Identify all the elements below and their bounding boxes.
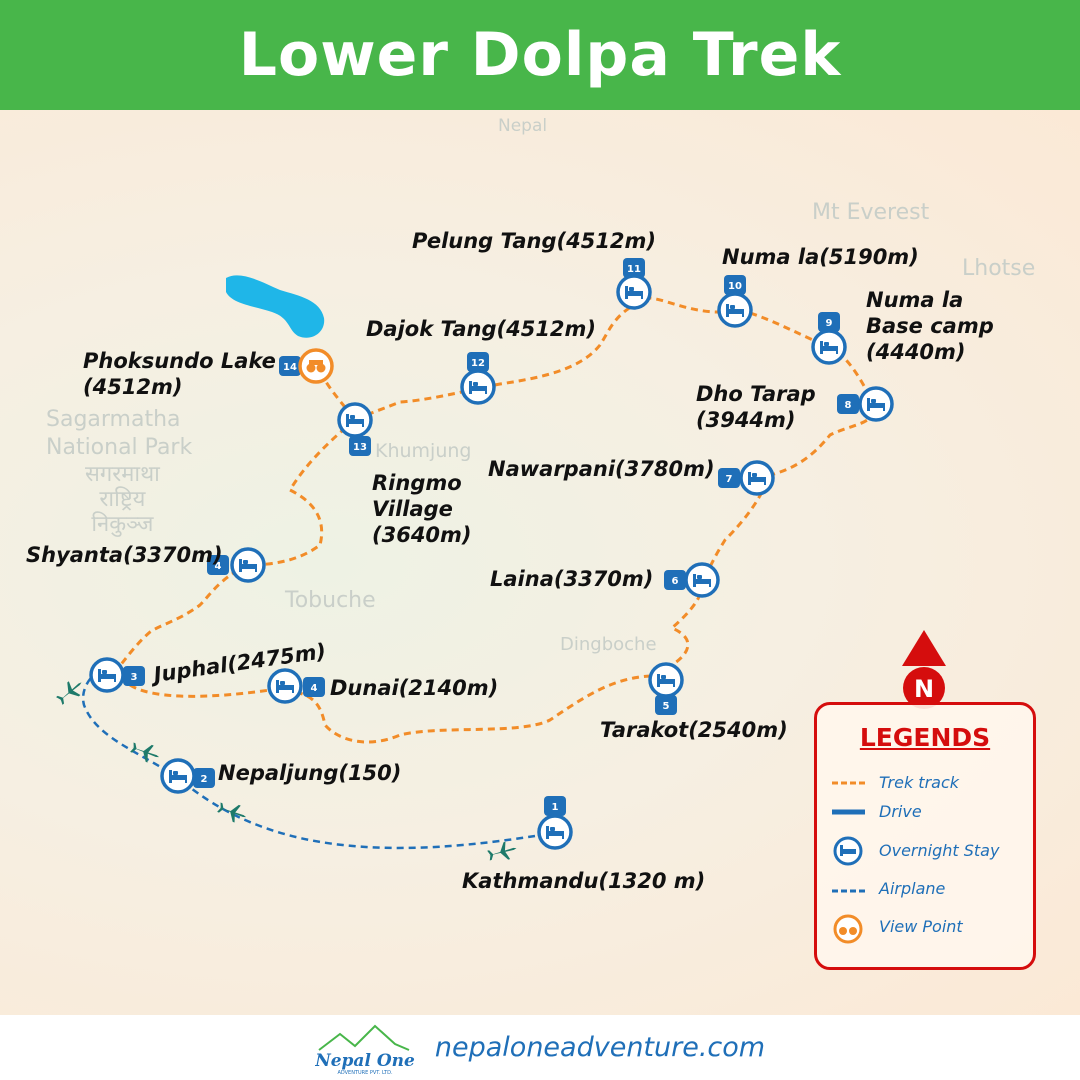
legend-airplane: Airplane bbox=[879, 879, 946, 898]
phoksundo-lake bbox=[226, 275, 325, 338]
legend-symbols bbox=[832, 781, 865, 944]
bg-label-sagarmatha-nepali: सगरमाथा राष्ट्रिय निकुञ्ज bbox=[85, 462, 160, 537]
stop-label: Nepaljung(150) bbox=[218, 761, 402, 785]
svg-text:Nepal One: Nepal One bbox=[315, 1051, 415, 1071]
stop-number: 11 bbox=[627, 264, 641, 275]
header-banner: Lower Dolpa Trek bbox=[0, 0, 1080, 110]
bg-label-khumjung: Khumjung bbox=[375, 440, 472, 462]
stop-number-badge bbox=[303, 677, 325, 697]
page-title: Lower Dolpa Trek bbox=[238, 20, 842, 90]
bg-label-nepal: Nepal bbox=[498, 116, 548, 136]
stop-number-badge bbox=[724, 275, 746, 295]
airplane-icon bbox=[130, 742, 160, 763]
overnight-marker-13[interactable]: 13 bbox=[337, 402, 373, 456]
stop-label: Ringmo Village (3640m) bbox=[372, 471, 472, 547]
stop-number-badge bbox=[207, 555, 229, 575]
stop-number: 6 bbox=[672, 576, 679, 587]
bg-label-sagarmatha: Sagarmatha National Park bbox=[46, 407, 193, 460]
legend-drive: Drive bbox=[879, 802, 922, 821]
trek-track-main bbox=[129, 296, 878, 744]
stop-label: Laina(3370m) bbox=[490, 567, 654, 591]
airplane-icon bbox=[56, 681, 82, 705]
bg-label-everest: Mt Everest bbox=[812, 200, 930, 225]
airplane-icon bbox=[217, 802, 247, 823]
overnight-marker-2[interactable]: 2 bbox=[160, 758, 215, 794]
stop-number-badge bbox=[544, 796, 566, 816]
legend: LEGENDS Trek track Drive Overnight Stay … bbox=[814, 702, 1036, 970]
stop-label: Nawarpani(3780m) bbox=[488, 457, 715, 481]
stop-label: Dho Tarap (3944m) bbox=[696, 382, 816, 432]
stop-number-badge bbox=[279, 356, 301, 376]
stop-number-badge bbox=[818, 312, 840, 332]
bg-label-lhotse: Lhotse bbox=[962, 256, 1036, 281]
stop-number: 1 bbox=[552, 802, 559, 813]
stop-number-badge bbox=[349, 436, 371, 456]
overnight-marker-1[interactable]: 1 bbox=[537, 796, 573, 850]
website-link[interactable]: nepaloneadventure.com bbox=[434, 1032, 766, 1063]
stop-label: Kathmandu(1320 m) bbox=[462, 869, 706, 893]
stop-label: Shyanta(3370m) bbox=[26, 543, 223, 567]
overnight-marker-9[interactable]: 9 bbox=[811, 312, 847, 365]
trek-track-ringmo-juphal bbox=[116, 418, 356, 669]
stop-number: 2 bbox=[201, 774, 208, 785]
overnight-marker-11[interactable]: 11 bbox=[616, 258, 652, 310]
stop-number: 12 bbox=[471, 358, 485, 369]
overnight-marker-4[interactable]: 4 bbox=[207, 547, 266, 583]
stop-label: Dunai(2140m) bbox=[330, 676, 499, 700]
stop-label: Numa la(5190m) bbox=[722, 245, 919, 269]
stop-number: 4 bbox=[215, 561, 222, 572]
stop-label: Phoksundo Lake (4512m) bbox=[83, 349, 276, 399]
north-arrow: N bbox=[900, 630, 948, 710]
stop-label: Pelung Tang(4512m) bbox=[412, 229, 657, 253]
stop-number: 13 bbox=[353, 442, 367, 453]
overnight-marker-6[interactable]: 6 bbox=[664, 562, 720, 598]
stop-label: Tarakot(2540m) bbox=[600, 718, 788, 742]
legend-overnight-stay: Overnight Stay bbox=[879, 841, 1000, 860]
stop-number-badge bbox=[623, 258, 645, 278]
svg-text:ADVENTURE PVT. LTD.: ADVENTURE PVT. LTD. bbox=[337, 1070, 393, 1076]
legend-title: LEGENDS bbox=[859, 723, 991, 752]
stop-number: 9 bbox=[826, 318, 833, 329]
stop-number-badge bbox=[837, 394, 859, 414]
overnight-marker-8[interactable]: 8 bbox=[837, 386, 894, 422]
overnight-marker-7[interactable]: 7 bbox=[718, 460, 775, 496]
stop-number-badge bbox=[467, 352, 489, 372]
stop-number-badge bbox=[193, 768, 215, 788]
stop-number: 7 bbox=[726, 474, 733, 485]
bed-icon bbox=[833, 836, 863, 866]
stop-number: 4 bbox=[311, 683, 318, 694]
bg-label-tobuche: Tobuche bbox=[285, 588, 376, 613]
stop-number: 14 bbox=[283, 362, 297, 373]
binoculars-icon bbox=[833, 914, 863, 944]
airplane-route bbox=[81, 668, 536, 850]
viewpoint-marker-14[interactable]: 14 bbox=[279, 348, 334, 384]
stop-number-badge bbox=[123, 666, 145, 686]
stop-label: Numa la Base camp (4440m) bbox=[866, 288, 994, 364]
stop-number-badge bbox=[664, 570, 686, 590]
overnight-marker-5[interactable]: 5 bbox=[648, 662, 684, 715]
stop-number-badge bbox=[718, 468, 740, 488]
stop-label: Dajok Tang(4512m) bbox=[366, 317, 597, 341]
north-letter: N bbox=[914, 675, 934, 703]
airplane-icon bbox=[487, 841, 517, 861]
overnight-marker-3[interactable]: 3 bbox=[89, 657, 145, 693]
stop-number: 8 bbox=[845, 400, 852, 411]
legend-view-point: View Point bbox=[879, 917, 963, 936]
bg-label-dingboche: Dingboche bbox=[560, 634, 657, 655]
legend-trek-track: Trek track bbox=[879, 773, 960, 792]
stop-number: 10 bbox=[728, 281, 742, 292]
stop-number-badge bbox=[655, 695, 677, 715]
stop-number: 3 bbox=[131, 672, 138, 683]
stop-number: 5 bbox=[663, 701, 670, 712]
overnight-marker-4[interactable]: 4 bbox=[267, 668, 325, 704]
binoculars-icon bbox=[298, 348, 334, 384]
overnight-marker-12[interactable]: 12 bbox=[460, 352, 496, 405]
overnight-marker-10[interactable]: 10 bbox=[717, 275, 753, 328]
